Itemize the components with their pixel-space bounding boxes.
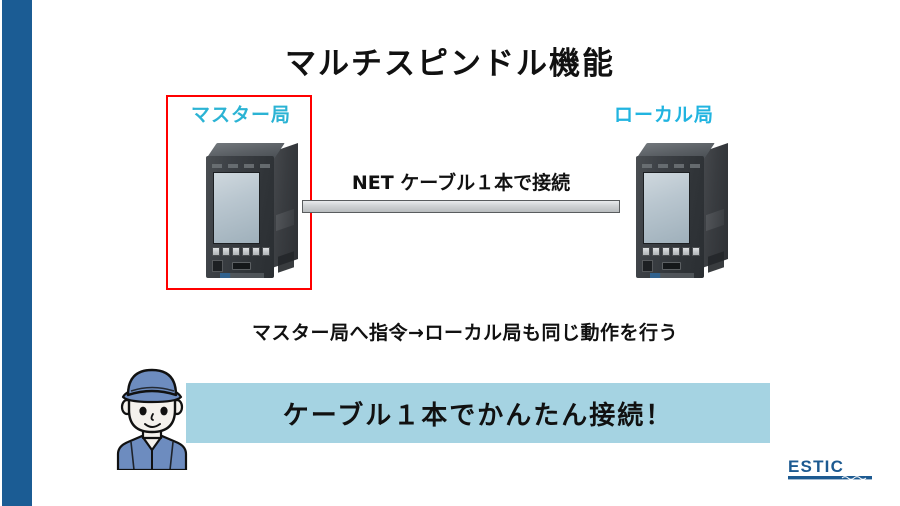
estic-logo: ESTIC [788,457,872,480]
device-lcd-screen [213,172,260,244]
device-brand-strip [650,273,694,278]
net-cable [302,200,620,213]
highlight-banner [186,383,770,443]
highlight-banner-text: ケーブル１本でかんたん接続！ [282,400,674,431]
worker-illustration-icon [116,368,188,470]
device-indicator-leds [212,164,270,170]
master-controller-device [190,134,308,284]
page-title: マルチスピンドル機能 [285,46,615,82]
device-button-row [212,247,270,257]
cable-connection-label: NET ケーブル１本で接続 [351,172,571,194]
local-controller-device [620,134,738,284]
device-connector-port [662,262,681,270]
diagram-caption: マスター局へ指令→ローカル局も同じ動作を行う [252,322,678,344]
device-connector-port [232,262,251,270]
device-power-switch [642,260,653,272]
device-power-switch [212,260,223,272]
local-station-label: ローカル局 [614,104,715,126]
device-side-panel [272,143,298,268]
device-brand-strip [220,273,264,278]
estic-logo-text: ESTIC [788,457,844,476]
device-indicator-leds [642,164,700,170]
master-station-label: マスター局 [190,104,291,126]
device-side-panel [702,143,728,268]
left-accent-bar [2,0,32,506]
device-lcd-screen [643,172,690,244]
master-highlight-box [166,95,312,290]
device-button-row [642,247,700,257]
